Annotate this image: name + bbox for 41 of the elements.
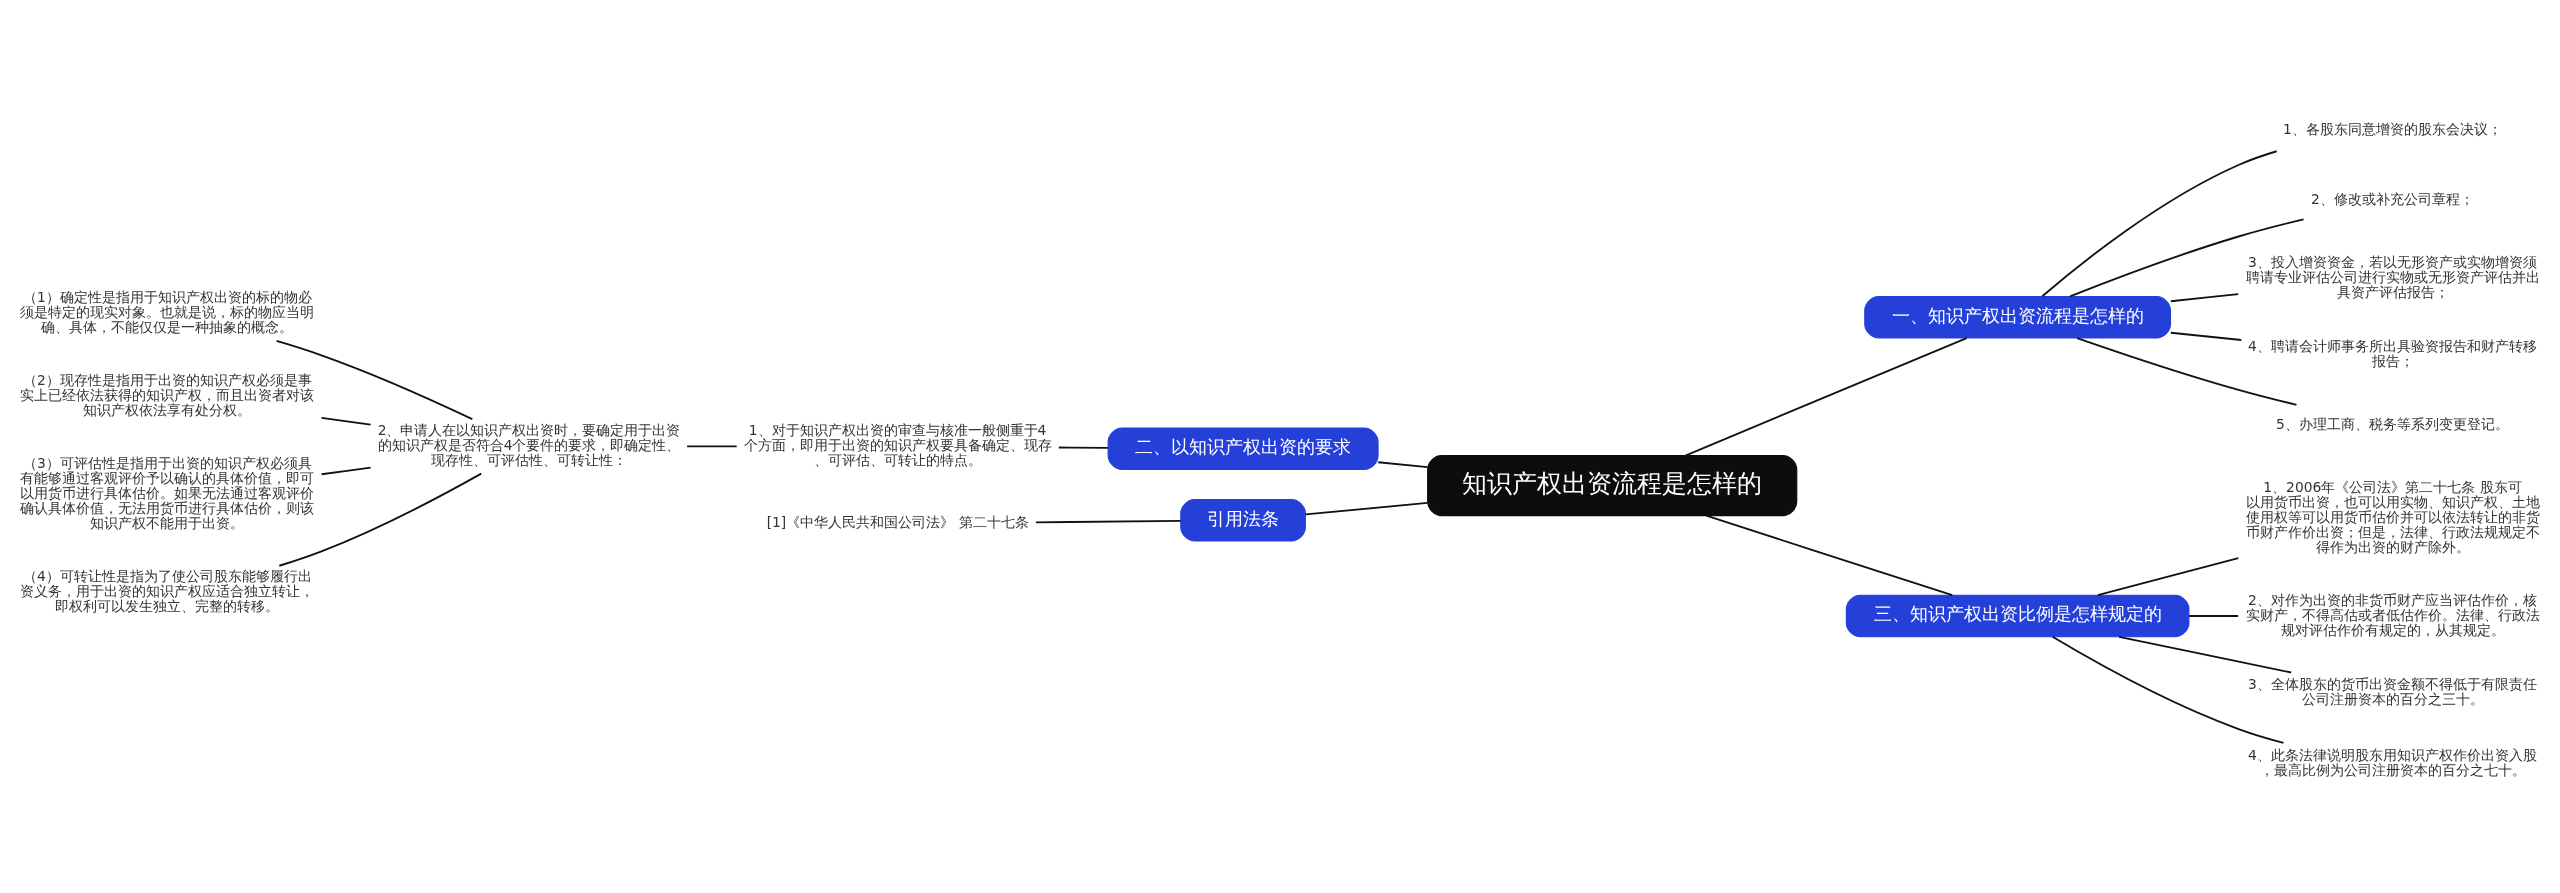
- node-box: 二、以知识产权出资的要求: [1107, 426, 1379, 470]
- node-text: 3、投入增资资金，若以无形资产或实物增资须聘请专业评估公司进行实物或无形资产评估并出具资产评估报告；: [2245, 253, 2540, 300]
- connector: [2169, 331, 2243, 341]
- node-text: 4、聘请会计师事务所出具验资报告和财产转移报告；: [2248, 337, 2537, 369]
- connector: [2041, 149, 2278, 297]
- node-text: （1）确定性是指用于知识产权出资的标的物必须是特定的现实对象。也就是说，标的物应当明确、具体，不能仅仅是一种抽象的概念。: [20, 288, 315, 335]
- connector: [2188, 614, 2240, 617]
- node-text: 1、对于知识产权出资的审查与核准一般侧重于4个方面，即用于出资的知识产权要具备确定、现存、可评估、可转让的特点。: [743, 421, 1052, 468]
- node-text: 1、各股东同意增资的股东会决议；: [2283, 120, 2502, 137]
- connector: [1377, 460, 1429, 468]
- node-text: 5、办理工商、税务等系列变更登记。: [2276, 415, 2509, 432]
- connector: [320, 416, 372, 426]
- node-text: 2、对作为出资的非货币财产应当评估作价，核实财产，不得高估或者低估作价。法律、行政法规对评估作价有规定的，从其规定。: [2245, 591, 2540, 638]
- connector: [2051, 635, 2285, 744]
- connector: [2169, 292, 2240, 302]
- node-text: 1、2006年《公司法》第二十七条 股东可以用货币出资，也可以用实物、知识产权、土地使用权等可以用货币估价并可以依法转让的非货币财产作价出资；但是，法律、行政法规规定不得作为出资的财产除外。: [2245, 478, 2540, 554]
- connector: [686, 445, 738, 447]
- node-text: 2、修改或补充公司章程；: [2311, 190, 2474, 207]
- connector: [2118, 635, 2293, 673]
- connector: [1034, 519, 1182, 523]
- connector: [2076, 336, 2298, 406]
- connector: [320, 466, 372, 475]
- node-box: 引用法条: [1180, 498, 1306, 542]
- node-text: （4）可转让性是指为了使公司股东能够履行出资义务，用于出资的知识产权应适合独立转让，即权利可以发生独立、完整的转移。: [20, 567, 315, 614]
- connector: [275, 339, 474, 420]
- connector: [2096, 556, 2240, 596]
- connector: [1304, 501, 1429, 515]
- connector: [2069, 217, 2305, 297]
- connector: [1705, 514, 1954, 596]
- node-box: 一、知识产权出资流程是怎样的: [1864, 295, 2172, 339]
- connector: [278, 472, 483, 567]
- node-text: [1]《中华人民共和国公司法》 第二十七条: [766, 513, 1029, 530]
- node-text: 3、全体股东的货币出资金额不得低于有限责任公司注册资本的百分之三十。: [2248, 675, 2537, 707]
- node-box: 三、知识产权出资比例是怎样规定的: [1845, 594, 2190, 637]
- node-text: （3）可评估性是指用于出资的知识产权必须具有能够通过客观评价予以确认的具体价值，即可以用货币进行具体估价。如果无法通过客观评价确认具体价值，无法用货币进行具体估价，则该知识产权不能用于出资。: [20, 454, 315, 531]
- connector: [1684, 336, 1968, 456]
- node-text: （2）现存性是指用于出资的知识产权必须是事实上已经依法获得的知识产权，而且出资者对该知识产权依法享有处分权。: [20, 371, 315, 418]
- node-text: 4、此条法律说明股东用知识产权作价出资入股，最高比例为公司注册资本的百分之七十。: [2248, 746, 2537, 778]
- connector: [1057, 446, 1109, 449]
- node-box: 知识产权出资流程是怎样的: [1427, 454, 1798, 516]
- node-text: 2、申请人在以知识产权出资时，要确定用于出资的知识产权是否符合4个要件的要求，即确定性、现存性、可评估性、可转让性：: [377, 421, 681, 468]
